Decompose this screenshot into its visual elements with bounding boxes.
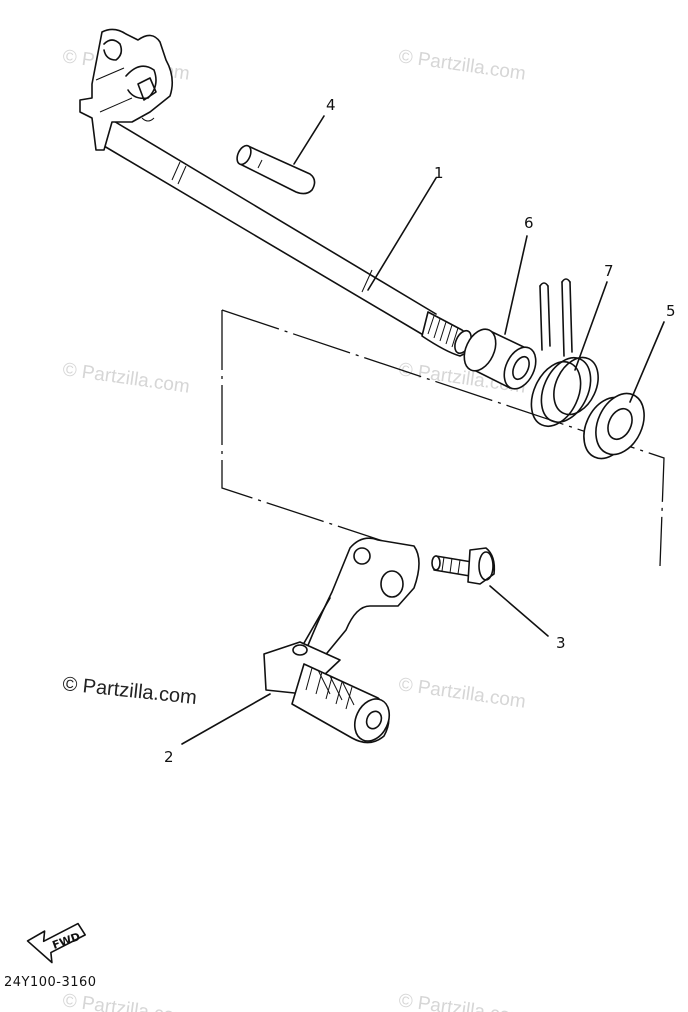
- callout-7: 7: [604, 262, 614, 280]
- fwd-label: FWD: [51, 930, 82, 952]
- shift-pedal: [263, 537, 420, 744]
- watermark: © Partzilla.com: [397, 990, 527, 1012]
- collar: [463, 328, 537, 390]
- callout-2: 2: [164, 748, 174, 766]
- torsion-spring: [530, 278, 599, 427]
- leader-lines: [181, 115, 665, 745]
- shift-shaft: [79, 28, 472, 357]
- pedal-bolt: [431, 547, 496, 585]
- dowel-pin: [236, 144, 316, 195]
- watermark: © Partzilla.com: [397, 674, 527, 713]
- oil-seal: [583, 392, 645, 460]
- watermark: © Partzilla.com: [61, 359, 191, 398]
- drawing-code: 24Y100-3160: [4, 975, 97, 990]
- watermark-dark: © Partzilla.com: [61, 673, 197, 709]
- callout-4: 4: [326, 96, 336, 114]
- watermark: © Partzilla.com: [61, 990, 191, 1012]
- watermark: © Partzilla.com: [397, 46, 527, 85]
- callout-5: 5: [666, 302, 676, 320]
- assembly-frame: [221, 309, 665, 567]
- callout-6: 6: [524, 214, 534, 232]
- forward-direction-arrow: FWD: [26, 922, 87, 964]
- callout-3: 3: [556, 634, 566, 652]
- callout-1: 1: [434, 164, 444, 182]
